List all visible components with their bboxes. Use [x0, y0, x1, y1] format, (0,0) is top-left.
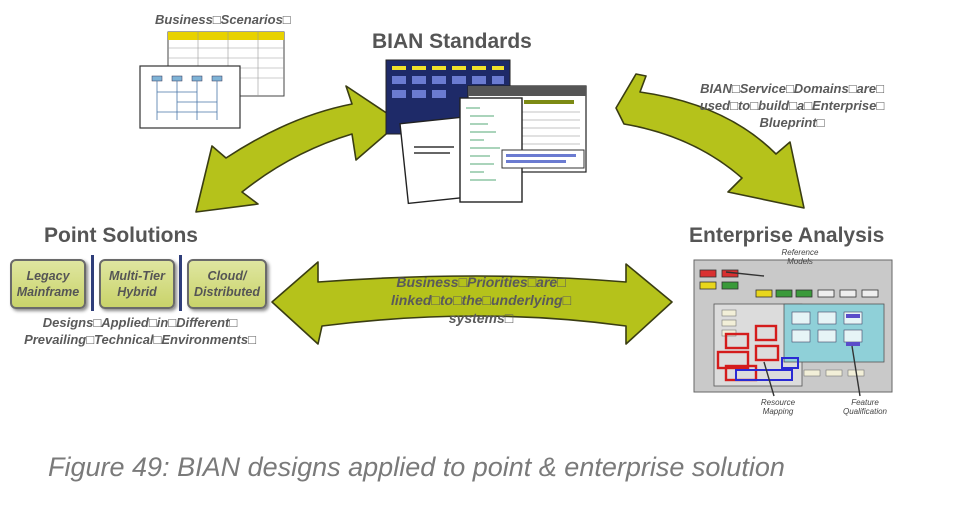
- callout-bottom-right-line-2: Qualification: [842, 407, 888, 416]
- separator-1: [91, 255, 94, 311]
- service-domains-text: BIAN□Service□Domains□are□ used□to□build□…: [672, 80, 912, 131]
- point-box-multi-line-2: Hybrid: [117, 285, 157, 299]
- callout-bottom-left-line-2: Mapping: [762, 407, 794, 416]
- business-priorities-line-2: linked□to□the□underlying□: [390, 292, 572, 308]
- bian-standards-heading: BIAN Standards: [372, 30, 532, 53]
- arrow-top-right: [615, 73, 805, 209]
- callout-reference-models: Reference Models: [770, 248, 830, 266]
- arrow-bottom: [271, 261, 673, 345]
- business-priorities-line-3: systems□: [448, 310, 514, 326]
- callout-top-line-2: Models: [787, 257, 813, 266]
- business-scenarios-thumbnail: [139, 31, 285, 129]
- callout-bottom-right-line-1: Feature: [851, 398, 879, 407]
- designs-applied-line-1: Designs□Applied□in□Different□: [42, 315, 238, 330]
- point-box-multi-line-1: Multi-Tier: [108, 269, 166, 283]
- designs-applied-line-2: Prevailing□Technical□Environments□: [24, 332, 256, 347]
- service-domains-line-3: Blueprint□: [759, 115, 825, 130]
- separator-2: [179, 255, 182, 311]
- callout-feature-qualification: Feature Qualification: [830, 398, 900, 416]
- service-domains-line-2: used□to□build□a□Enterprise□: [699, 98, 885, 113]
- callout-top-line-1: Reference: [781, 248, 819, 257]
- bian-standards-documents: [385, 59, 587, 205]
- figure-caption: Figure 49: BIAN designs applied to point…: [48, 452, 785, 482]
- callout-bottom-left-line-1: Resource: [760, 398, 796, 407]
- point-box-cloud-distributed: Cloud/Distributed: [187, 259, 267, 309]
- business-priorities-line-1: Business□Priorities□are□: [396, 274, 566, 290]
- enterprise-analysis-heading: Enterprise Analysis: [689, 224, 885, 247]
- service-domains-line-1: BIAN□Service□Domains□are□: [700, 81, 884, 96]
- point-box-legacy-line-2: Mainframe: [16, 285, 80, 299]
- business-priorities-text: Business□Priorities□are□ linked□to□the□u…: [366, 273, 596, 327]
- designs-applied-text: Designs□Applied□in□Different□ Prevailing…: [0, 314, 280, 348]
- point-box-cloud-line-2: Distributed: [194, 285, 260, 299]
- point-box-legacy-line-1: Legacy: [26, 269, 70, 283]
- point-box-cloud-line-1: Cloud/: [207, 269, 247, 283]
- enterprise-blueprint-diagram: [693, 259, 893, 397]
- callout-resource-mapping: Resource Mapping: [748, 398, 808, 416]
- point-solutions-heading: Point Solutions: [44, 224, 198, 247]
- business-scenarios-label: Business□Scenarios□: [155, 12, 291, 27]
